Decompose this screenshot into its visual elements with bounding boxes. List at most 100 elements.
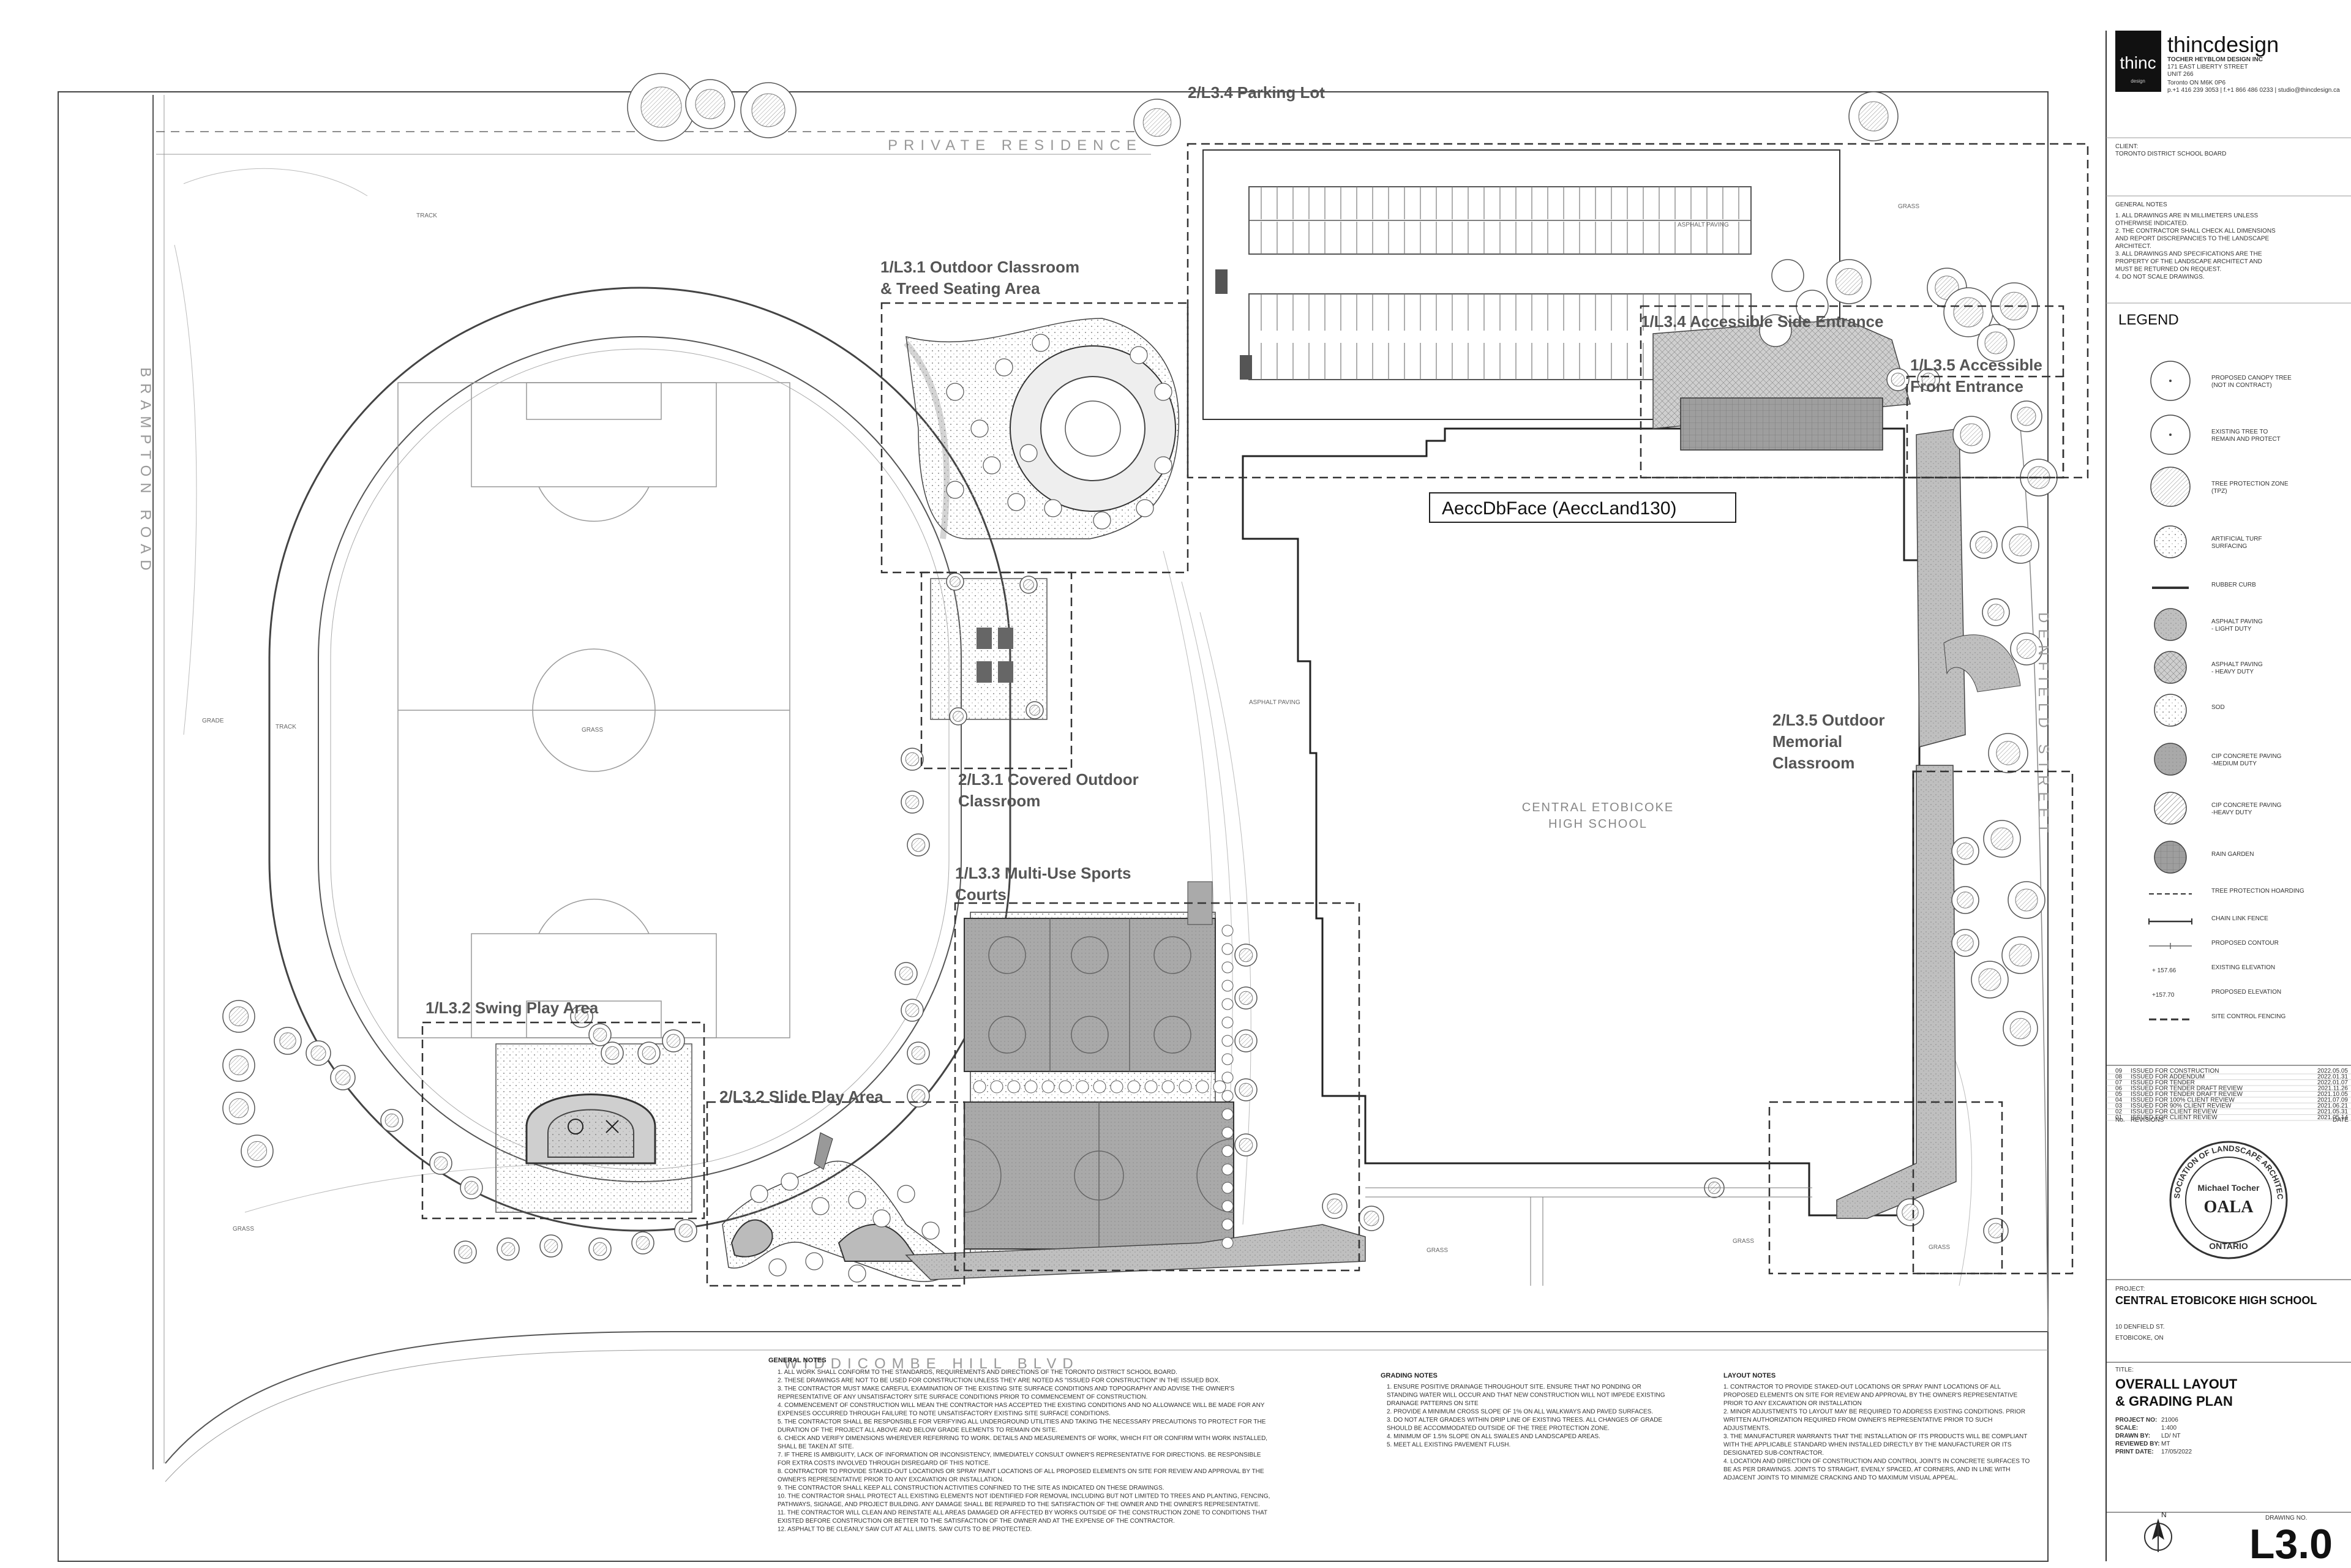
- covered-classroom-feature: [930, 578, 1048, 720]
- accessible-entrance-tiles: [1680, 397, 1883, 451]
- track-label-north: TRACK: [416, 212, 437, 219]
- note-line: 5. THE CONTRACTOR SHALL BE RESPONSIBLE F…: [778, 1419, 1266, 1425]
- existing-tree-icon: [2150, 415, 2191, 455]
- callout-outdoor-classroom-1: 1/L3.1 Outdoor Classroom: [880, 258, 1079, 276]
- legend-label-2: -HEAVY DUTY: [2211, 809, 2252, 816]
- note-line: 8. CONTRACTOR TO PROVIDE STAKED-OUT LOCA…: [778, 1468, 1264, 1475]
- field-value: 21006: [2161, 1417, 2178, 1424]
- legend-label: ASPHALT PAVING: [2211, 618, 2263, 625]
- seal-name: Michael Tocher: [2198, 1183, 2260, 1193]
- general-notes-block: GENERAL NOTES 1. ALL WORK SHALL CONFORM …: [768, 1357, 1270, 1533]
- note-line: 3. THE CONTRACTOR MUST MAKE CAREFUL EXAM…: [778, 1386, 1234, 1392]
- drawing-no-label: DRAWING NO.: [2265, 1515, 2308, 1521]
- tb-note-line: OTHERWISE INDICATED.: [2115, 220, 2188, 227]
- site-boundary: [58, 91, 2049, 1562]
- note-line: ADJACENT JOINTS TO MINIMIZE CRACKING AND…: [1723, 1475, 1958, 1482]
- tb-note-line: 1. ALL DRAWINGS ARE IN MILLIMETERS UNLES…: [2115, 212, 2259, 219]
- note-line: DURATION OF THE PROJECT ALL ABOVE AND BE…: [778, 1427, 1057, 1434]
- turf-icon: [2154, 525, 2187, 558]
- layout-notes-title: LAYOUT NOTES: [1723, 1372, 1775, 1379]
- grading-notes-block: GRADING NOTES 1. ENSURE POSITIVE DRAINAG…: [1381, 1372, 1665, 1449]
- tb-note-line: 2. THE CONTRACTOR SHALL CHECK ALL DIMENS…: [2115, 228, 2276, 234]
- seal-bottom: ONTARIO: [2209, 1241, 2248, 1251]
- callout-memorial-2: Memorial: [1772, 732, 1842, 751]
- callout-memorial-3: Classroom: [1772, 754, 1854, 772]
- note-line: PROPOSED ELEMENTS ON SITE FOR REVIEW AND…: [1723, 1392, 2017, 1399]
- running-track-outer: [268, 287, 1011, 1232]
- revision-date: 2021.11.26: [2318, 1086, 2349, 1092]
- revision-desc: ISSUED FOR TENDER DRAFT REVIEW: [2131, 1091, 2243, 1098]
- legend-label: EXISTING TREE TO: [2211, 429, 2268, 435]
- legend-label: EXISTING ELEVATION: [2211, 964, 2275, 971]
- legend-label-2: - LIGHT DUTY: [2211, 626, 2252, 632]
- note-line: 9. THE CONTRACTOR SHALL KEEP ALL CONSTRU…: [778, 1485, 1164, 1491]
- firm-contact: p.+1 416 239 3053 | f.+1 866 486 0233 | …: [2167, 87, 2340, 94]
- note-line: 7. IF THERE IS AMBIGUITY, LACK OF INFORM…: [778, 1452, 1261, 1458]
- grade-label: GRADE: [202, 718, 224, 724]
- revision-no: 06: [2115, 1086, 2123, 1092]
- revision-date: 2022.05.05: [2317, 1068, 2348, 1075]
- legend-label: RUBBER CURB: [2211, 582, 2256, 588]
- legend-label: PROPOSED CONTOUR: [2211, 940, 2279, 947]
- street-label-north: PRIVATE RESIDENCE: [888, 137, 1142, 154]
- firm-logo: [2115, 31, 2161, 92]
- note-line: 2. PROVIDE A MINIMUM CROSS SLOPE OF 1% O…: [1387, 1409, 1653, 1416]
- project-address1: 10 DENFIELD ST.: [2115, 1324, 2165, 1330]
- tb-note-line: MUST BE RETURNED ON REQUEST.: [2115, 266, 2221, 273]
- revision-desc: ISSUED FOR 90% CLIENT REVIEW: [2131, 1103, 2232, 1109]
- firm-address1: 171 EAST LIBERTY STREET: [2167, 64, 2248, 70]
- existing-elevation-icon: + 157.66: [2152, 967, 2177, 974]
- legend-label-2: -MEDIUM DUTY: [2211, 760, 2257, 767]
- south-road-edge: [165, 1331, 2048, 1464]
- rev-header-no: No.: [2115, 1117, 2125, 1123]
- legend-label: CIP CONCRETE PAVING: [2211, 753, 2282, 760]
- note-line: 2. THESE DRAWINGS ARE NOT TO BE USED FOR…: [778, 1378, 1220, 1384]
- project-address2: ETOBICOKE, ON: [2115, 1335, 2164, 1341]
- grass-label-south: GRASS: [1733, 1238, 1754, 1245]
- client-name: TORONTO DISTRICT SCHOOL BOARD: [2115, 151, 2226, 157]
- note-line: 1. ALL WORK SHALL CONFORM TO THE STANDAR…: [778, 1369, 1177, 1376]
- note-line: 2. MINOR ADJUSTMENTS TO LAYOUT MAY BE RE…: [1723, 1409, 2025, 1416]
- revision-no: 05: [2115, 1091, 2123, 1098]
- callout-sports-courts-2: Courts: [955, 885, 1007, 904]
- tb-note-line: AND REPORT DISCREPANCIES TO THE LANDSCAP…: [2115, 236, 2270, 242]
- school-name-line1: CENTRAL ETOBICOKE: [1522, 801, 1674, 814]
- east-walkway: [1916, 428, 1966, 748]
- project-label: PROJECT:: [2115, 1286, 2145, 1292]
- track-label-west: TRACK: [276, 724, 296, 730]
- project-name: CENTRAL ETOBICOKE HIGH SCHOOL: [2115, 1294, 2317, 1307]
- seal-mark: OALA: [2204, 1198, 2254, 1217]
- concrete-heavy-icon: [2154, 792, 2187, 825]
- note-line: ADJUSTMENTS.: [1723, 1425, 1771, 1432]
- logo-sub: design: [2131, 78, 2145, 84]
- firm-address2: UNIT 266: [2167, 71, 2194, 78]
- legend-label: CIP CONCRETE PAVING: [2211, 802, 2282, 809]
- drawing-number: L3.0: [2249, 1521, 2333, 1567]
- field-key: DRAWN BY:: [2115, 1433, 2150, 1439]
- legend-label-2: (TPZ): [2211, 488, 2227, 495]
- east-road-edge: [2020, 428, 2049, 1332]
- revision-date: 2021.10.05: [2317, 1091, 2348, 1098]
- proposed-elevation-icon: +157.70: [2152, 992, 2175, 999]
- tree-symbols: [222, 73, 2058, 1283]
- tpz-icon: [2150, 467, 2191, 507]
- svg-text:+ 157.66: + 157.66: [2152, 967, 2177, 974]
- note-line: 4. LOCATION AND DIRECTION OF CONSTRUCTIO…: [1723, 1458, 2030, 1465]
- svg-text:N: N: [2161, 1510, 2167, 1519]
- field-value: LD/ NT: [2161, 1433, 2181, 1439]
- revision-date: 2022.01.07: [2317, 1079, 2348, 1086]
- legend-label-2: REMAIN AND PROTECT: [2211, 436, 2281, 443]
- cad-tooltip: AeccDbFace (AeccLand130): [1429, 492, 1736, 523]
- legend-label: SOD: [2211, 704, 2225, 711]
- revision-no: 02: [2115, 1109, 2123, 1116]
- svg-text:+157.70: +157.70: [2152, 992, 2175, 999]
- street-label-east: DENFIELD STREET: [2035, 612, 2052, 839]
- note-line: REPRESENTATIVE OF ANY UNSATISFACTORY SIT…: [778, 1394, 1147, 1401]
- firm-address3: Toronto ON M6K 0P6: [2167, 80, 2225, 86]
- grass-label-southeast: GRASS: [1929, 1244, 1950, 1251]
- legend-label: TREE PROTECTION ZONE: [2211, 481, 2289, 487]
- callout-covered-classroom-1: 2/L3.1 Covered Outdoor: [958, 770, 1139, 789]
- tb-note-line: PROPERTY OF THE LANDSCAPE ARCHITECT AND: [2115, 258, 2262, 265]
- rain-garden-icon: [2154, 841, 2187, 874]
- note-line: SHOULD BE ACCOMMODATED OUTSIDE OF THE TR…: [1387, 1425, 1610, 1432]
